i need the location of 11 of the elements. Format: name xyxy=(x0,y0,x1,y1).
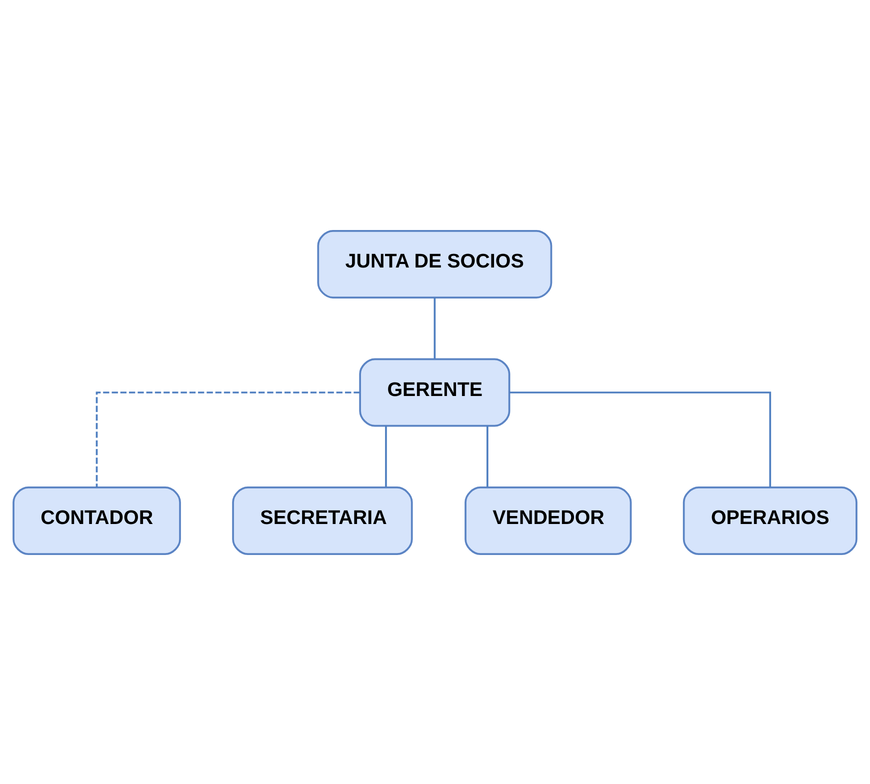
node-box: VENDEDOR xyxy=(464,486,632,554)
connector xyxy=(434,297,436,358)
connector xyxy=(96,391,360,487)
node-box: JUNTA DE SOCIOS xyxy=(317,230,552,298)
connector xyxy=(510,391,772,487)
connector xyxy=(486,425,488,487)
node-box: OPERARIOS xyxy=(682,486,858,554)
node-box: CONTADOR xyxy=(12,486,181,554)
node-box: SECRETARIA xyxy=(232,486,413,554)
node-box: GERENTE xyxy=(359,358,510,426)
connector xyxy=(385,425,387,487)
